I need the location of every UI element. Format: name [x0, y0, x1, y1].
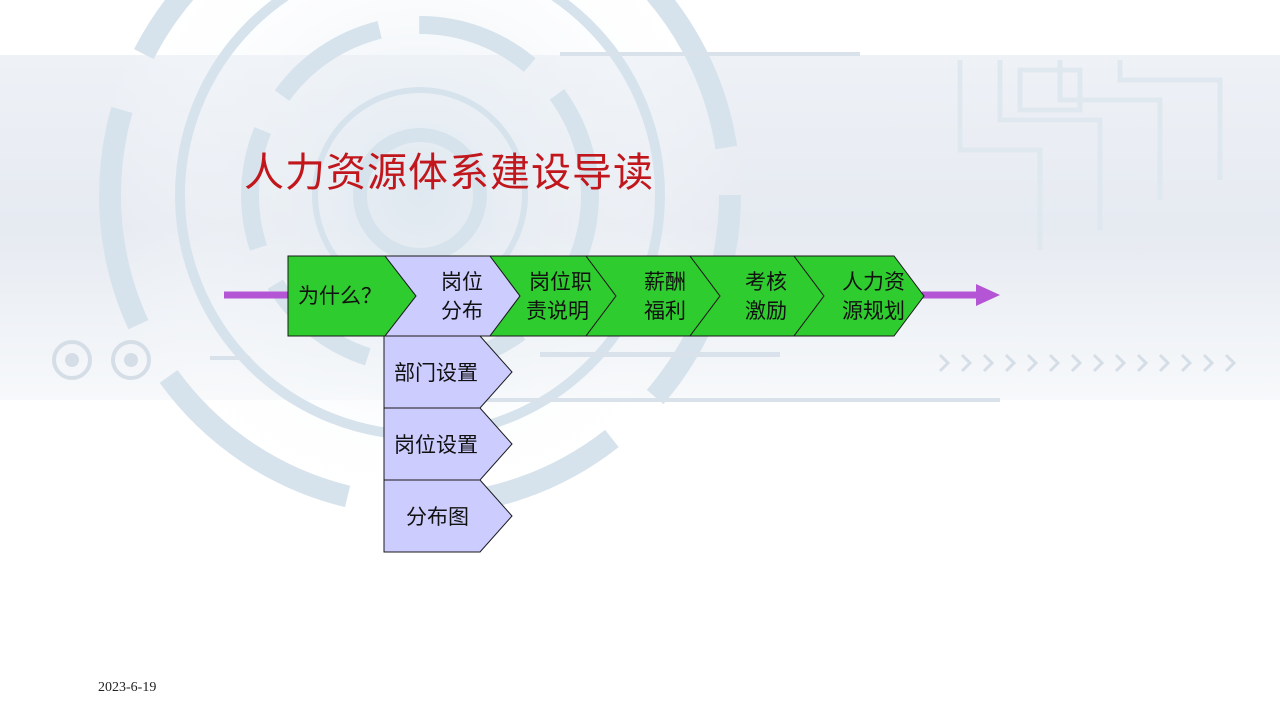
- sub-step-3-label: 分布图: [406, 505, 469, 529]
- flow-arrowhead: [976, 284, 1000, 306]
- slide-date: 2023-6-19: [98, 680, 157, 695]
- step-4-label-line1: 人力资: [842, 270, 905, 294]
- step-1-label-line2: 责说明: [526, 299, 589, 323]
- step-2-label-line1: 薪酬: [644, 270, 686, 294]
- step-2-label-line2: 福利: [644, 299, 686, 323]
- sub-step-box-3: [383, 479, 513, 553]
- sub-step-2-label: 岗位设置: [394, 433, 478, 457]
- current-step-label-line1: 岗位: [441, 270, 483, 294]
- sub-step-box-1: [383, 335, 513, 409]
- sub-step-1-label: 部门设置: [394, 361, 478, 385]
- step-chevron-4: [793, 255, 925, 337]
- current-step-label-line2: 分布: [441, 299, 483, 323]
- step-4-label-line2: 源规划: [842, 299, 905, 323]
- step-3-label-line2: 激励: [745, 299, 787, 323]
- start-label: 为什么？: [298, 284, 382, 308]
- slide-title: 人力资源体系建设导读: [244, 150, 654, 196]
- step-3-label-line1: 考核: [745, 270, 787, 294]
- step-1-label-line1: 岗位职: [529, 270, 592, 294]
- sub-step-box-2: [383, 407, 513, 481]
